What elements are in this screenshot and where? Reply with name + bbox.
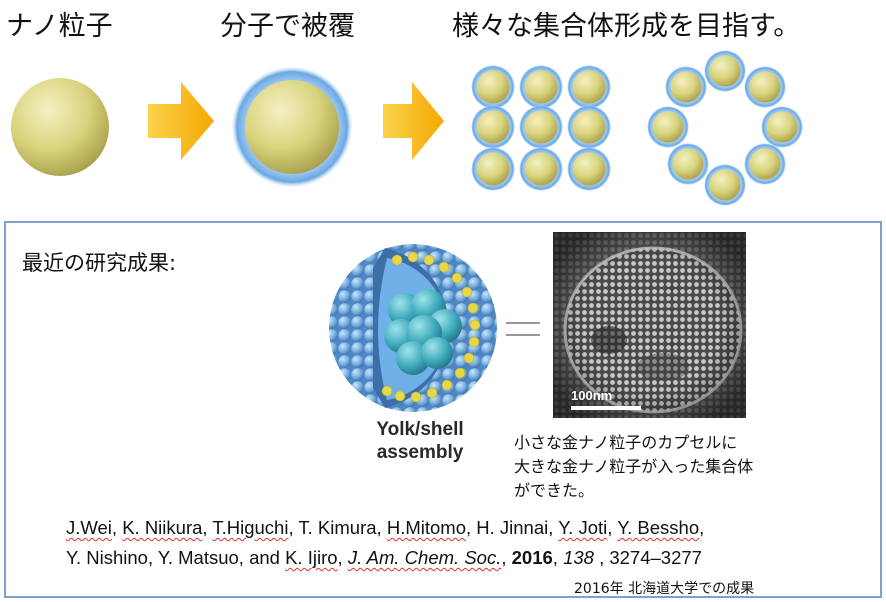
description-line: 大きな金ナノ粒子が入った集合体 (514, 457, 754, 476)
author: T. Kimura (298, 517, 377, 538)
citation-volume: 138 (563, 547, 594, 568)
author: H.Mitomo (386, 517, 466, 538)
yolk-shell-illustration (329, 244, 497, 412)
author: K. Niikura (122, 517, 203, 538)
yellow-beads (381, 251, 481, 403)
result-description: 小さな金ナノ粒子のカプセルに 大きな金ナノ粒子が入った集合体 ができた。 (514, 431, 753, 503)
step-label-nanoparticle: ナノ粒子 (6, 11, 113, 42)
step-label-assembly: 様々な集合体形成を目指す。 (452, 11, 801, 42)
citation-year: 2016 (511, 547, 553, 568)
scale-bar (571, 406, 641, 410)
yolk-caption-line2: assembly (376, 442, 464, 463)
citation-pages: 3274–3277 (609, 547, 702, 568)
yolk-shell-caption: Yolk/shell assembly (340, 418, 500, 464)
journal-name: J. Am. Chem. Soc. (347, 547, 502, 568)
process-illustration (11, 50, 803, 206)
author: H. Jinnai (476, 517, 549, 538)
scale-bar-label: 100nm (571, 388, 613, 403)
yolk-core (384, 289, 462, 375)
research-title: 最近の研究成果: (22, 251, 177, 275)
ring-assembly (647, 50, 803, 206)
bare-nanoparticle (11, 78, 109, 176)
citation: J.Wei, K. Niikura, T.Higuchi, T. Kimura,… (66, 517, 705, 568)
grid-assembly (471, 65, 611, 191)
author: Y. Joti (558, 517, 608, 538)
arrow-icon (148, 82, 214, 160)
coated-nanoparticle-core (245, 80, 339, 174)
description-line: ができた。 (514, 481, 595, 500)
author: T.Higuchi (212, 517, 289, 538)
author: K. Ijiro (285, 547, 338, 568)
arrow-icon (383, 82, 444, 160)
author: Y. Matsuo (157, 547, 239, 568)
tem-micrograph (553, 232, 746, 418)
yolk-caption-line1: Yolk/shell (376, 419, 464, 440)
research-results-panel (4, 221, 882, 598)
author: Y. Bessho (617, 517, 700, 538)
description-line: 小さな金ナノ粒子のカプセルに (514, 433, 738, 452)
author: Y. Nishino (66, 547, 148, 568)
equals-sign (506, 322, 540, 336)
step-label-coating: 分子で被覆 (220, 11, 355, 42)
author: J.Wei (66, 517, 112, 538)
footer-note: 2016年 北海道大学での成果 (574, 581, 755, 597)
